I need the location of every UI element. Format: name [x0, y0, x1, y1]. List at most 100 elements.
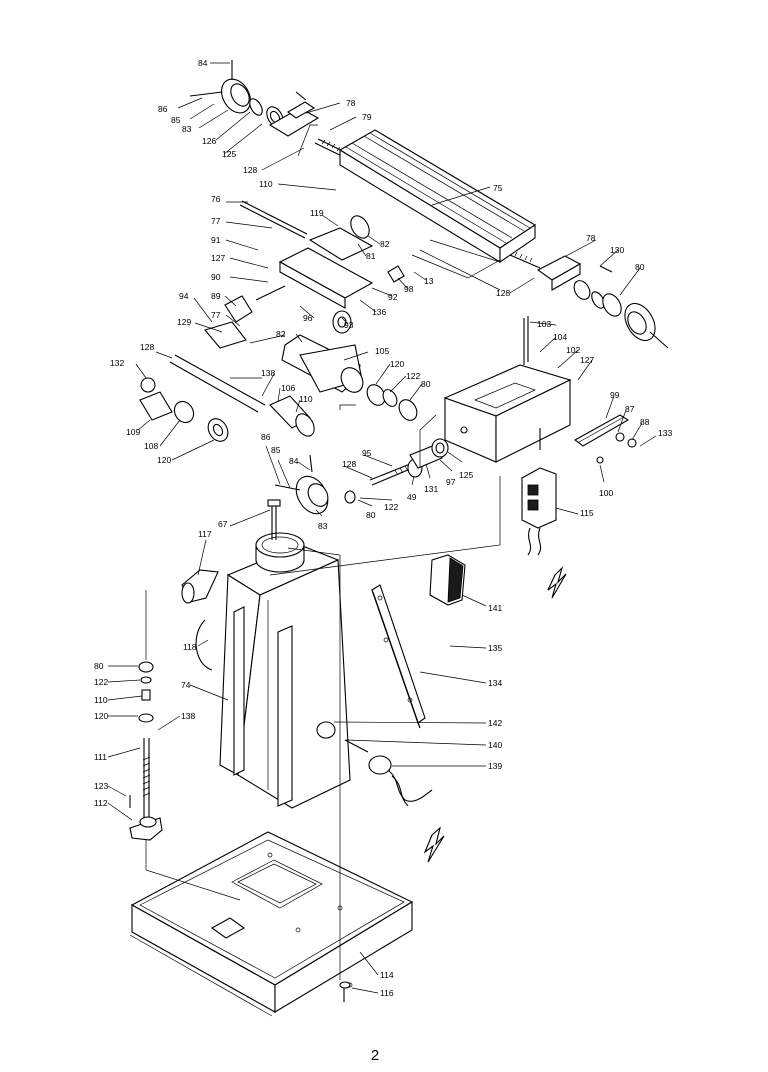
part-label: 119 [310, 208, 324, 218]
part-label: 95 [362, 448, 372, 458]
part-label: 87 [625, 404, 635, 414]
part-label: 117 [198, 529, 212, 539]
saddle-assembly [204, 200, 405, 349]
motor-head-box [443, 316, 572, 463]
part-label: 109 [126, 427, 140, 437]
right-table-bracket [509, 251, 669, 349]
part-label: 116 [380, 988, 394, 998]
y-feed-assembly [369, 438, 449, 486]
lightning-symbol-bottom [423, 826, 445, 863]
part-label: 83 [182, 124, 192, 134]
part-label: 111 [94, 752, 107, 762]
part-label: 102 [566, 345, 580, 355]
part-label: 78 [586, 233, 596, 243]
part-label: 110 [259, 179, 273, 189]
part-label: 82 [380, 239, 390, 249]
part-label: 90 [211, 272, 221, 282]
cover-plate [371, 584, 426, 729]
part-label: 125 [459, 470, 473, 480]
part-label: 120 [157, 455, 171, 465]
part-label: 123 [94, 781, 108, 791]
part-label: 92 [388, 292, 398, 302]
part-label: 112 [94, 798, 108, 808]
part-label: 138 [261, 368, 275, 378]
part-label: 126 [202, 136, 216, 146]
part-label: 110 [299, 394, 313, 404]
part-label: 67 [218, 519, 228, 529]
part-number-labels: 84 86 85 83 126 125 78 79 128 110 75 76 … [94, 58, 672, 998]
part-label: 114 [380, 970, 394, 980]
part-label: 80 [635, 262, 645, 272]
part-label: 91 [211, 235, 221, 245]
part-label: 127 [211, 253, 225, 263]
part-label: 99 [610, 390, 620, 400]
part-label: 105 [375, 346, 389, 356]
part-label: 139 [488, 761, 502, 771]
part-label: 84 [198, 58, 208, 68]
elevation-screw-assembly [129, 661, 163, 841]
column-housing [281, 334, 418, 421]
part-label: 80 [94, 661, 104, 671]
part-label: 94 [179, 291, 189, 301]
part-label: 98 [404, 284, 414, 294]
part-label: 120 [390, 359, 404, 369]
part-label: 128 [342, 459, 356, 469]
part-label: 110 [94, 695, 108, 705]
part-label: 115 [580, 508, 594, 518]
part-label: 122 [94, 677, 108, 687]
label-leader-lines [107, 62, 657, 994]
part-label: 104 [553, 332, 567, 342]
part-label: 103 [537, 319, 551, 329]
part-label: 89 [211, 291, 221, 301]
part-label: 125 [222, 149, 236, 159]
part-label: 129 [177, 317, 191, 327]
machine-base [129, 831, 414, 1017]
part-label: 128 [243, 165, 257, 175]
x-feed-assembly [139, 354, 315, 442]
part-label: 136 [372, 307, 386, 317]
part-label: 93 [344, 320, 354, 330]
part-label: 74 [181, 680, 191, 690]
part-label: 77 [211, 216, 221, 226]
part-label: 86 [261, 432, 271, 442]
part-label: 80 [366, 510, 376, 520]
part-label: 141 [488, 603, 502, 613]
part-label: 122 [384, 502, 398, 512]
lower-handwheel-assembly [274, 454, 356, 515]
switch-box [521, 467, 557, 556]
top-handwheel-assembly [189, 60, 320, 137]
part-label: 85 [271, 445, 281, 455]
part-label: 106 [281, 383, 295, 393]
part-label: 97 [446, 477, 456, 487]
machine-column [181, 499, 351, 809]
part-label: 131 [424, 484, 438, 494]
part-label: 77 [211, 310, 221, 320]
part-label: 130 [610, 245, 624, 255]
part-label: 86 [158, 104, 168, 114]
part-label: 82 [276, 329, 286, 339]
part-label: 142 [488, 718, 502, 728]
assembly-guide-lines [145, 124, 501, 980]
part-label: 84 [289, 456, 299, 466]
part-label: 118 [183, 642, 197, 652]
part-label: 75 [493, 183, 503, 193]
part-label: 127 [580, 355, 594, 365]
part-label: 128 [140, 342, 154, 352]
gib-strip [573, 414, 637, 464]
part-label: 79 [362, 112, 372, 122]
part-label: 120 [94, 711, 108, 721]
part-label: 81 [366, 251, 376, 261]
part-label: 96 [303, 313, 313, 323]
page-number: 2 [371, 1047, 379, 1064]
part-label: 76 [211, 194, 221, 204]
part-label: 85 [171, 115, 181, 125]
part-label: 78 [346, 98, 356, 108]
part-label: 13 [424, 276, 434, 286]
part-label: 108 [144, 441, 158, 451]
motor-cover [429, 554, 466, 606]
part-label: 49 [407, 492, 417, 502]
part-label: 138 [181, 711, 195, 721]
lightning-symbol-top [547, 566, 567, 599]
part-label: 140 [488, 740, 502, 750]
